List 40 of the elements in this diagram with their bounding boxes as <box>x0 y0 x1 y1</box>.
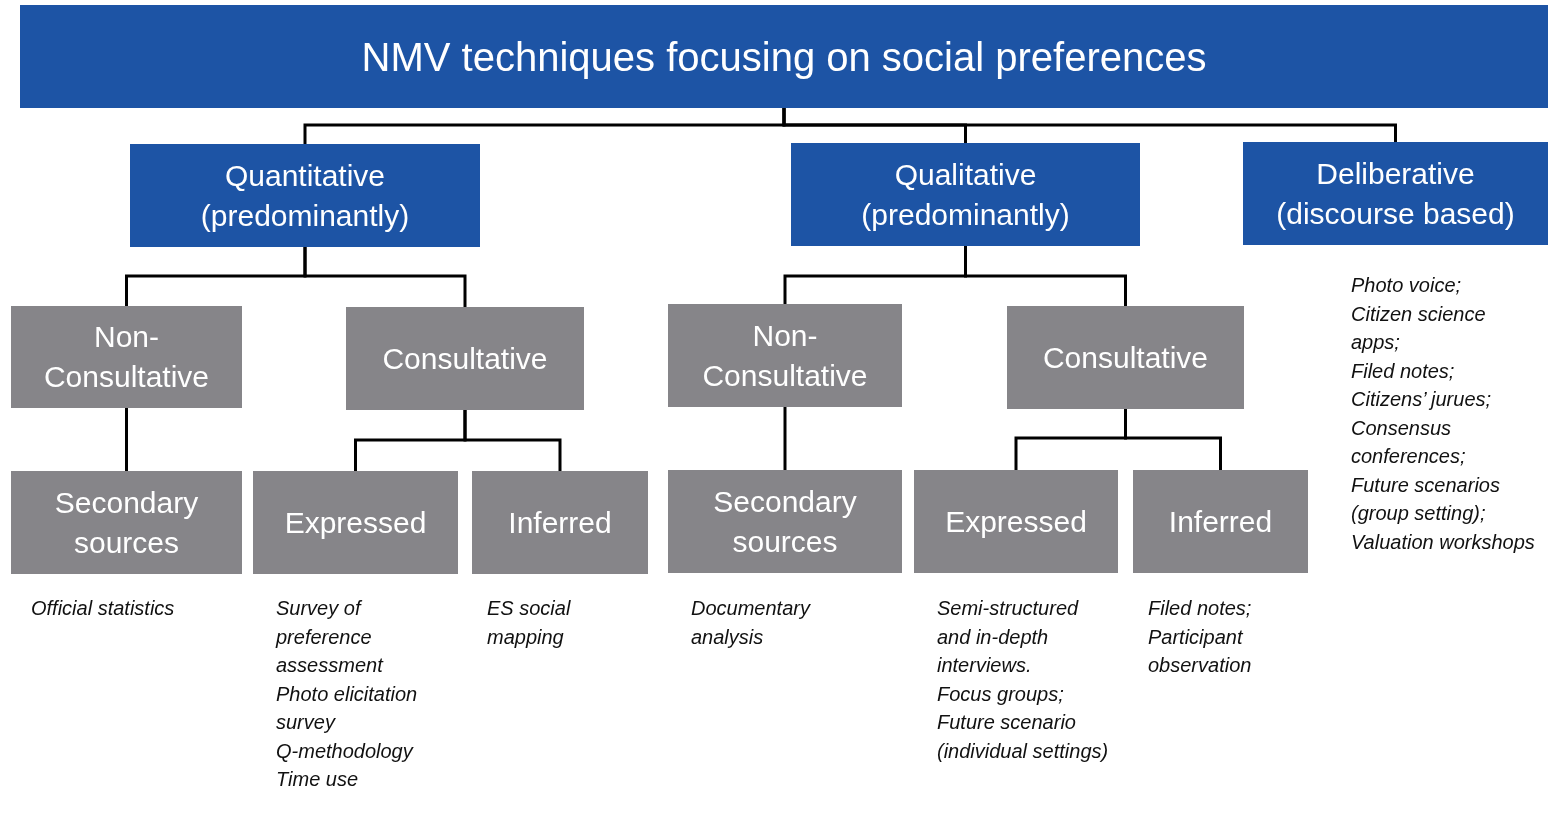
technique-note: Filed notes; <box>1148 596 1252 621</box>
technique-note: Survey of preference assessment <box>276 596 385 678</box>
connector-line <box>303 247 467 307</box>
category-box: Non-Consultative <box>668 304 902 407</box>
technique-note: Filed notes; <box>1351 358 1455 384</box>
category-box: Non-Consultative <box>11 306 242 408</box>
connector-line <box>463 410 562 471</box>
technique-note: Semi-structured and in-depth interviews. <box>937 596 1080 678</box>
connector-line <box>1124 409 1222 470</box>
category-box: Deliberative (discourse based) <box>1243 142 1548 245</box>
connector-line <box>964 246 1127 306</box>
connector-line <box>125 408 128 471</box>
technique-note: Future scenarios (group setting); <box>1351 472 1501 526</box>
category-box: Consultative <box>1007 306 1244 409</box>
technique-note: Consensus conferences; <box>1351 415 1467 469</box>
category-box: Consultative <box>346 307 584 410</box>
technique-note: Focus groups; <box>937 681 1064 707</box>
technique-note: Official statistics <box>31 596 175 621</box>
category-box: Secondary sources <box>668 470 902 573</box>
connector-line <box>782 108 1397 142</box>
category-box: Expressed <box>253 471 458 574</box>
technique-note: Citizens’ jurues; <box>1351 387 1492 412</box>
technique-note: Future scenario (individual settings) <box>937 710 1110 764</box>
category-box: Qualitative (predominantly) <box>791 143 1140 246</box>
technique-note: Q-methodology <box>276 738 413 764</box>
category-box: Inferred <box>472 471 648 574</box>
category-box: Secondary sources <box>11 471 242 574</box>
category-box: Inferred <box>1133 470 1308 573</box>
title-banner: NMV techniques focusing on social preferences <box>20 5 1548 108</box>
technique-note: Citizen science apps; <box>1351 301 1487 355</box>
category-box: Expressed <box>914 470 1118 573</box>
connector-line <box>783 407 787 470</box>
technique-note: Valuation workshops <box>1351 529 1535 555</box>
technique-note: Time use <box>276 767 359 792</box>
technique-note: Photo voice; <box>1351 273 1462 298</box>
category-box: Quantitative (predominantly) <box>130 144 480 247</box>
technique-note: Participant observation <box>1148 624 1253 678</box>
technique-note: ES social mapping <box>487 596 572 650</box>
technique-note: Photo elicitation survey <box>276 681 419 735</box>
technique-note: Documentary analysis <box>691 596 812 650</box>
